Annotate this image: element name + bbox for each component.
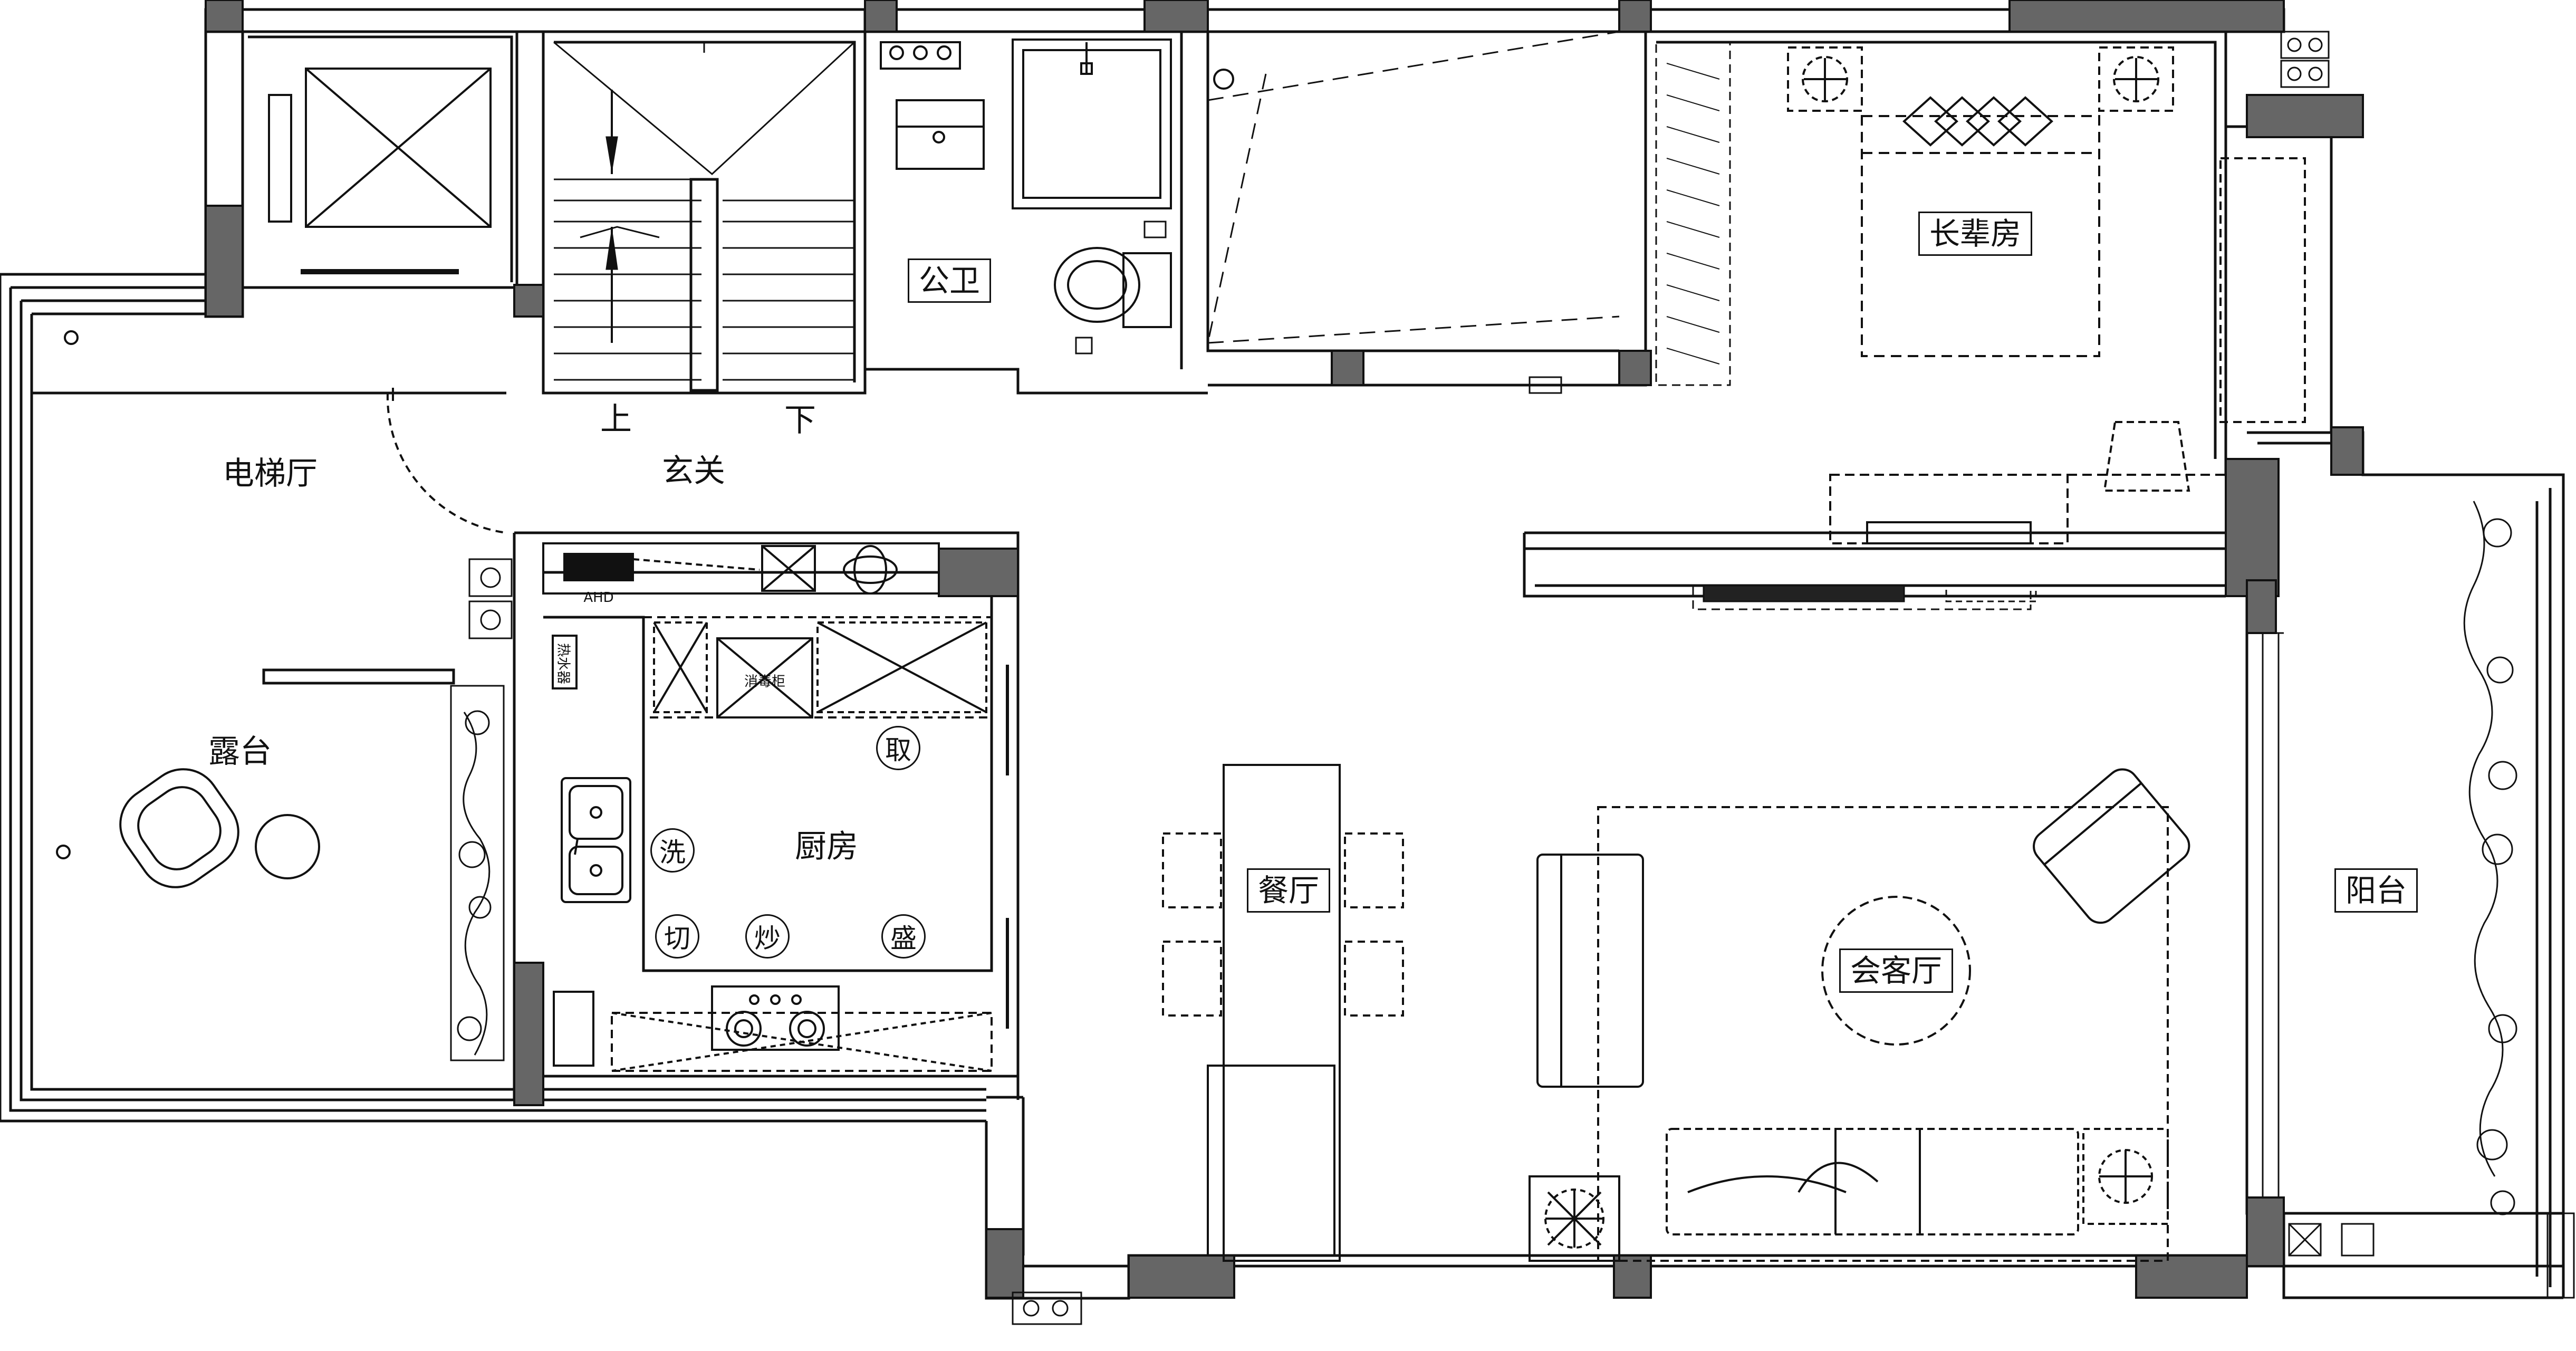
bath-fixtures	[880, 39, 1234, 328]
terrace-furniture	[56, 330, 507, 888]
lamp-icon	[2082, 1128, 2169, 1225]
stove-icon	[711, 985, 840, 1051]
sink-icon	[561, 777, 631, 903]
room-label-foyer: 玄关	[662, 453, 725, 490]
stair-down-label: 下	[784, 402, 816, 439]
room-label-kitchen: 厨房	[795, 828, 858, 865]
toilet-icon	[1054, 247, 1172, 328]
sofa-icon	[1529, 768, 2190, 1262]
fixture-markers	[468, 31, 2575, 1325]
room-label-dining: 餐厅	[1246, 868, 1331, 913]
sink-icon	[896, 99, 985, 170]
shower-icon	[1012, 39, 1172, 209]
plant-icon	[450, 501, 2517, 1215]
walls	[0, 8, 2565, 1300]
kitchen-zone-take: 取	[876, 726, 920, 770]
table-icon	[1162, 764, 1404, 1262]
water-heater-label: 热水器	[555, 643, 571, 685]
kitchen-zone-serve: 盛	[881, 914, 926, 959]
balcony-glass	[2257, 632, 2375, 1257]
room-label-balcony: 阳台	[2334, 868, 2418, 913]
chair-icon	[119, 768, 239, 888]
kitchen-zone-wash: 洗	[650, 828, 695, 873]
ahd-label: AHD	[583, 590, 614, 606]
wardrobe-area	[1207, 31, 1731, 386]
doors	[1075, 221, 1562, 394]
stair-arrow-icon	[553, 41, 856, 392]
bed-icon	[1787, 46, 2306, 544]
disinfect-cabinet-label: 消毒柜	[744, 674, 786, 690]
kitchen-fixtures	[542, 542, 1009, 1072]
hanging-clothes	[1666, 63, 1720, 365]
room-label-elder-room: 长辈房	[1918, 212, 2033, 256]
room-label-living: 会客厅	[1839, 948, 1954, 993]
chair-icon	[1162, 832, 1404, 1017]
elevator-icon	[268, 68, 492, 274]
room-label-elevator-hall: 电梯厅	[223, 455, 318, 492]
wall-columns	[205, 0, 2364, 1299]
room-label-public-bath: 公卫	[907, 258, 992, 303]
chair-icon	[2033, 768, 2190, 924]
kitchen-zone-fry: 炒	[745, 914, 790, 959]
lamp-icon	[1529, 1175, 1620, 1262]
kitchen-zone-cut: 切	[655, 914, 699, 959]
stair-up-label: 上	[600, 401, 632, 438]
tv-console	[1692, 585, 2037, 610]
room-label-terrace: 露台	[208, 733, 272, 770]
